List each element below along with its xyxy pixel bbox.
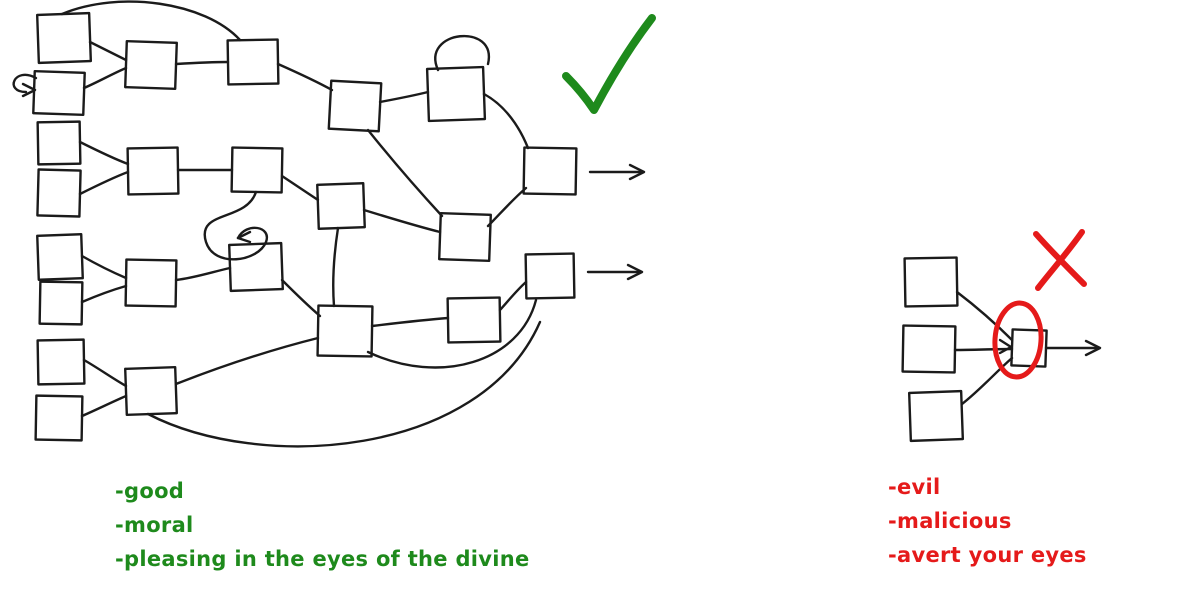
network-node <box>36 168 82 218</box>
network-node <box>124 258 178 308</box>
evil-annotations <box>992 229 1087 380</box>
self-loop-edge <box>434 34 491 72</box>
network-edge <box>174 266 232 282</box>
network-edge <box>146 320 542 448</box>
network-node <box>226 38 280 86</box>
arrowhead <box>1084 339 1102 357</box>
arrowhead <box>628 163 646 181</box>
evil-label-list: -evil -malicious -avert your eyes <box>888 470 1087 572</box>
x-mark-stroke <box>1035 229 1085 291</box>
arrowhead <box>236 230 252 244</box>
network-node <box>438 211 492 263</box>
network-node <box>36 120 82 166</box>
network-node <box>32 69 86 117</box>
evil-network <box>901 256 1102 443</box>
network-edge <box>362 208 442 234</box>
network-node <box>446 296 502 344</box>
network-edge <box>78 170 130 196</box>
network-edge <box>366 128 444 218</box>
arrowhead <box>21 82 37 98</box>
network-node <box>34 394 84 442</box>
network-edge <box>88 40 128 62</box>
network-node <box>524 252 576 300</box>
network-edge <box>174 60 230 66</box>
good-network <box>12 0 646 448</box>
checkmark-icon <box>562 14 656 114</box>
network-edge <box>276 62 334 92</box>
checkmark-stroke <box>562 14 656 114</box>
evil-label: -malicious <box>888 509 1012 533</box>
tangle-loop-edge <box>203 190 269 261</box>
good-label: -pleasing in the eyes of the divine <box>115 547 530 571</box>
network-edge <box>280 278 322 318</box>
good-label: -good <box>115 479 185 503</box>
network-node <box>38 280 84 326</box>
network-edge <box>82 358 128 388</box>
evil-label: -evil <box>888 475 941 499</box>
network-edge <box>498 280 528 312</box>
good-label-list: -good -moral -pleasing in the eyes of th… <box>115 474 530 576</box>
network-node <box>36 338 86 386</box>
network-node <box>230 146 284 194</box>
network-edge <box>174 336 320 386</box>
network-node <box>425 65 487 123</box>
network-node <box>228 241 284 293</box>
network-edge <box>955 290 1014 342</box>
network-node <box>901 324 957 374</box>
self-loop-edge <box>12 73 38 94</box>
arrowhead <box>626 263 644 281</box>
network-edge <box>80 284 128 304</box>
evil-label: -avert your eyes <box>888 543 1087 567</box>
network-node <box>124 365 178 417</box>
arrowhead <box>998 338 1013 355</box>
network-node <box>907 389 965 443</box>
network-edge <box>332 226 340 308</box>
network-node <box>124 39 178 91</box>
network-node <box>36 233 84 281</box>
red-circle-annotation <box>992 300 1044 380</box>
network-edge <box>370 316 450 328</box>
network-node <box>903 256 959 308</box>
network-node <box>316 304 374 358</box>
network-edge <box>280 174 320 202</box>
network-edge <box>482 92 530 150</box>
network-edge <box>366 298 538 369</box>
network-edge <box>486 186 528 228</box>
network-node <box>522 146 578 196</box>
network-node <box>35 11 93 65</box>
good-label: -moral <box>115 513 194 537</box>
network-node <box>327 79 383 133</box>
network-edge <box>60 0 242 42</box>
network-node <box>316 182 366 230</box>
network-node <box>126 146 180 196</box>
network-edge <box>378 90 430 104</box>
network-edge <box>80 254 128 280</box>
network-edge <box>78 140 130 166</box>
network-edge <box>82 66 128 90</box>
network-edge <box>960 356 1014 406</box>
network-edge <box>80 394 128 418</box>
